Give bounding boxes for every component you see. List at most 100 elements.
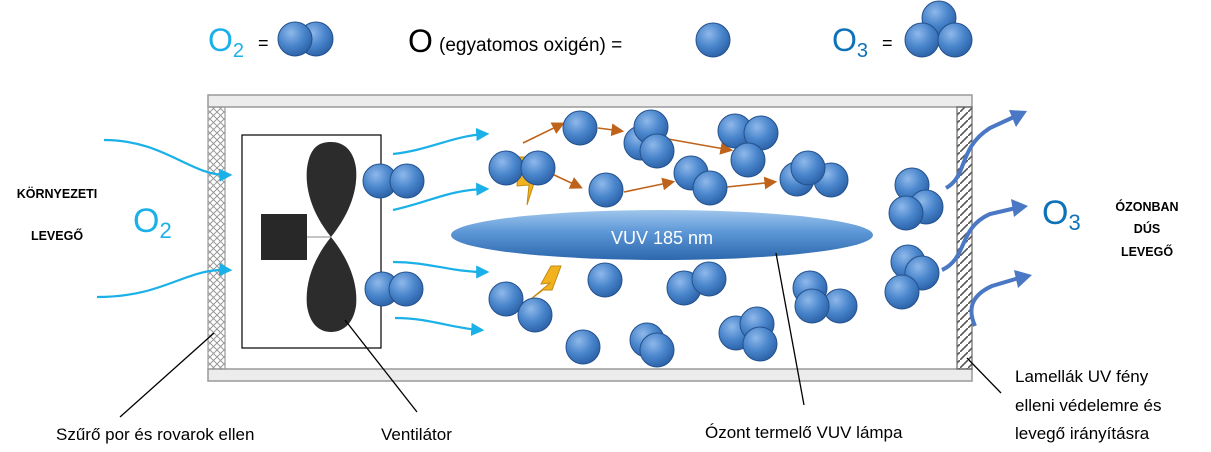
o-atom-icon: [565, 329, 601, 365]
molecule-atom: [587, 262, 623, 298]
legend-o2-molecule-icon: [277, 21, 334, 57]
molecule-atom: [639, 332, 675, 368]
vuv-lamp: VUV 185 nm: [451, 210, 873, 260]
o2-molecule-icon: [673, 155, 728, 206]
flow-air-arrow: [392, 182, 490, 212]
fan: [241, 134, 382, 349]
molecule-atom: [790, 150, 826, 186]
outlet-o3-formula: O3: [1042, 194, 1081, 235]
inlet-air-arrow: [96, 263, 233, 299]
inlet-label-line2: LEVEGŐ: [31, 228, 83, 243]
legend-o3-equals: =: [882, 33, 893, 53]
flow-air-arrow: [394, 316, 485, 336]
outlet-label-line2: DÚS: [1134, 221, 1160, 236]
molecule-atom: [884, 274, 920, 310]
o3-molecule-icon: [888, 167, 944, 231]
legend-o2-equals: =: [258, 33, 269, 53]
reaction-arrow: [597, 123, 625, 137]
outlet-label-line1: ÓZONBAN: [1115, 199, 1178, 214]
molecule-atom: [565, 329, 601, 365]
housing-top-wall: [207, 94, 973, 108]
louver-callout-line3: levegő irányításra: [1015, 424, 1150, 443]
legend-o3: O3 =: [832, 0, 973, 62]
o-atom-icon: [588, 172, 624, 208]
molecule-atom: [639, 133, 675, 169]
o2-molecule-icon: [666, 261, 727, 306]
outlet-air-arrow: [944, 114, 1017, 190]
legend-o3-formula: O3: [832, 22, 868, 62]
o2-molecule-icon: [629, 322, 675, 368]
legend-o2-formula: O2: [208, 22, 244, 62]
housing-bottom-wall: [207, 368, 973, 382]
outlet-air-arrow: [941, 206, 1017, 272]
o-atom-icon: [587, 262, 623, 298]
filter-callout: Szűrő por és rovarok ellen: [56, 425, 254, 444]
outlet-airflow: [941, 110, 1032, 327]
molecule-atom: [488, 281, 524, 317]
reaction-arrow: [667, 138, 734, 155]
vuv-lamp-label: VUV 185 nm: [611, 228, 713, 248]
outlet-arrowhead: [1014, 270, 1032, 288]
o3-molecule-icon: [792, 270, 858, 324]
o2-molecule-icon: [364, 271, 424, 307]
reaction-arrow: [522, 122, 565, 144]
outlet-label-line3: LEVEGŐ: [1121, 244, 1173, 259]
inlet-o2-formula: O2: [133, 202, 172, 243]
lamp-leader-line: [775, 252, 805, 406]
o3-molecule-icon: [779, 150, 849, 198]
legend-o3-molecule-icon: [904, 0, 973, 58]
callouts: Szűrő por és rovarok ellen Ventilátor Óz…: [56, 367, 1161, 444]
molecule-atom: [562, 110, 598, 146]
louver-callout-line1: Lamellák UV fény: [1015, 367, 1149, 386]
o-atom-icon: [562, 110, 598, 146]
legend-o-text: (egyatomos oxigén) =: [439, 35, 622, 56]
inlet-label-line1: KÖRNYEZETI: [17, 186, 98, 201]
legend-o2: O2 =: [208, 21, 334, 62]
lamp-callout: Ózont termelő VUV lámpa: [705, 423, 903, 442]
outlet-arrowhead: [1009, 110, 1027, 127]
molecule-atom: [588, 172, 624, 208]
o3-molecule-icon: [718, 306, 778, 362]
fan-motor: [261, 214, 307, 260]
outlet-label: O3 ÓZONBAN DÚS LEVEGŐ: [1042, 194, 1179, 259]
o2-molecule-icon: [362, 163, 425, 199]
reaction-arrow: [726, 176, 778, 190]
molecule-atom: [389, 163, 425, 199]
vuv-lamp-tube: [451, 210, 873, 260]
molecule-atom: [388, 271, 424, 307]
molecule-atom: [488, 150, 524, 186]
o3-molecule-icon: [884, 244, 940, 310]
fan-callout: Ventilátor: [381, 425, 452, 444]
fan-blade-bottom: [306, 237, 357, 332]
o2-molecule-icon: [488, 281, 553, 333]
fan-leader-line: [344, 319, 418, 413]
fan-blade-top: [306, 142, 357, 237]
flow-air-arrow: [392, 127, 490, 156]
molecule-atom: [730, 142, 766, 178]
louver-callout-line2: elleni védelemre és: [1015, 396, 1161, 415]
o2-molecule-icon: [488, 150, 556, 186]
molecules: [362, 109, 944, 368]
o3-molecule-icon: [623, 109, 675, 169]
inlet-air-arrow: [103, 138, 233, 182]
reaction-arrows: [522, 122, 778, 193]
callout-leaders: [119, 252, 1002, 418]
dust-filter: [207, 106, 226, 370]
molecule-atom: [692, 170, 728, 206]
flow-air-arrow: [392, 260, 490, 279]
inlet-label: KÖRNYEZETI LEVEGŐ O2: [17, 186, 172, 243]
outlet-air-arrow: [969, 276, 1020, 327]
filter-leader-line: [119, 332, 215, 418]
legend-o-atom-icon: [695, 22, 731, 58]
reaction-arrow: [623, 177, 676, 193]
o3-molecule-icon: [717, 113, 779, 178]
molecule-atom: [742, 326, 778, 362]
legend-o: O (egyatomos oxigén) =: [408, 22, 731, 59]
spark-icon: [525, 265, 562, 304]
molecule-atom: [888, 195, 924, 231]
louver-leader-line: [966, 357, 1002, 394]
outlet-arrowhead: [1011, 199, 1028, 217]
inlet-airflow: [96, 127, 490, 336]
